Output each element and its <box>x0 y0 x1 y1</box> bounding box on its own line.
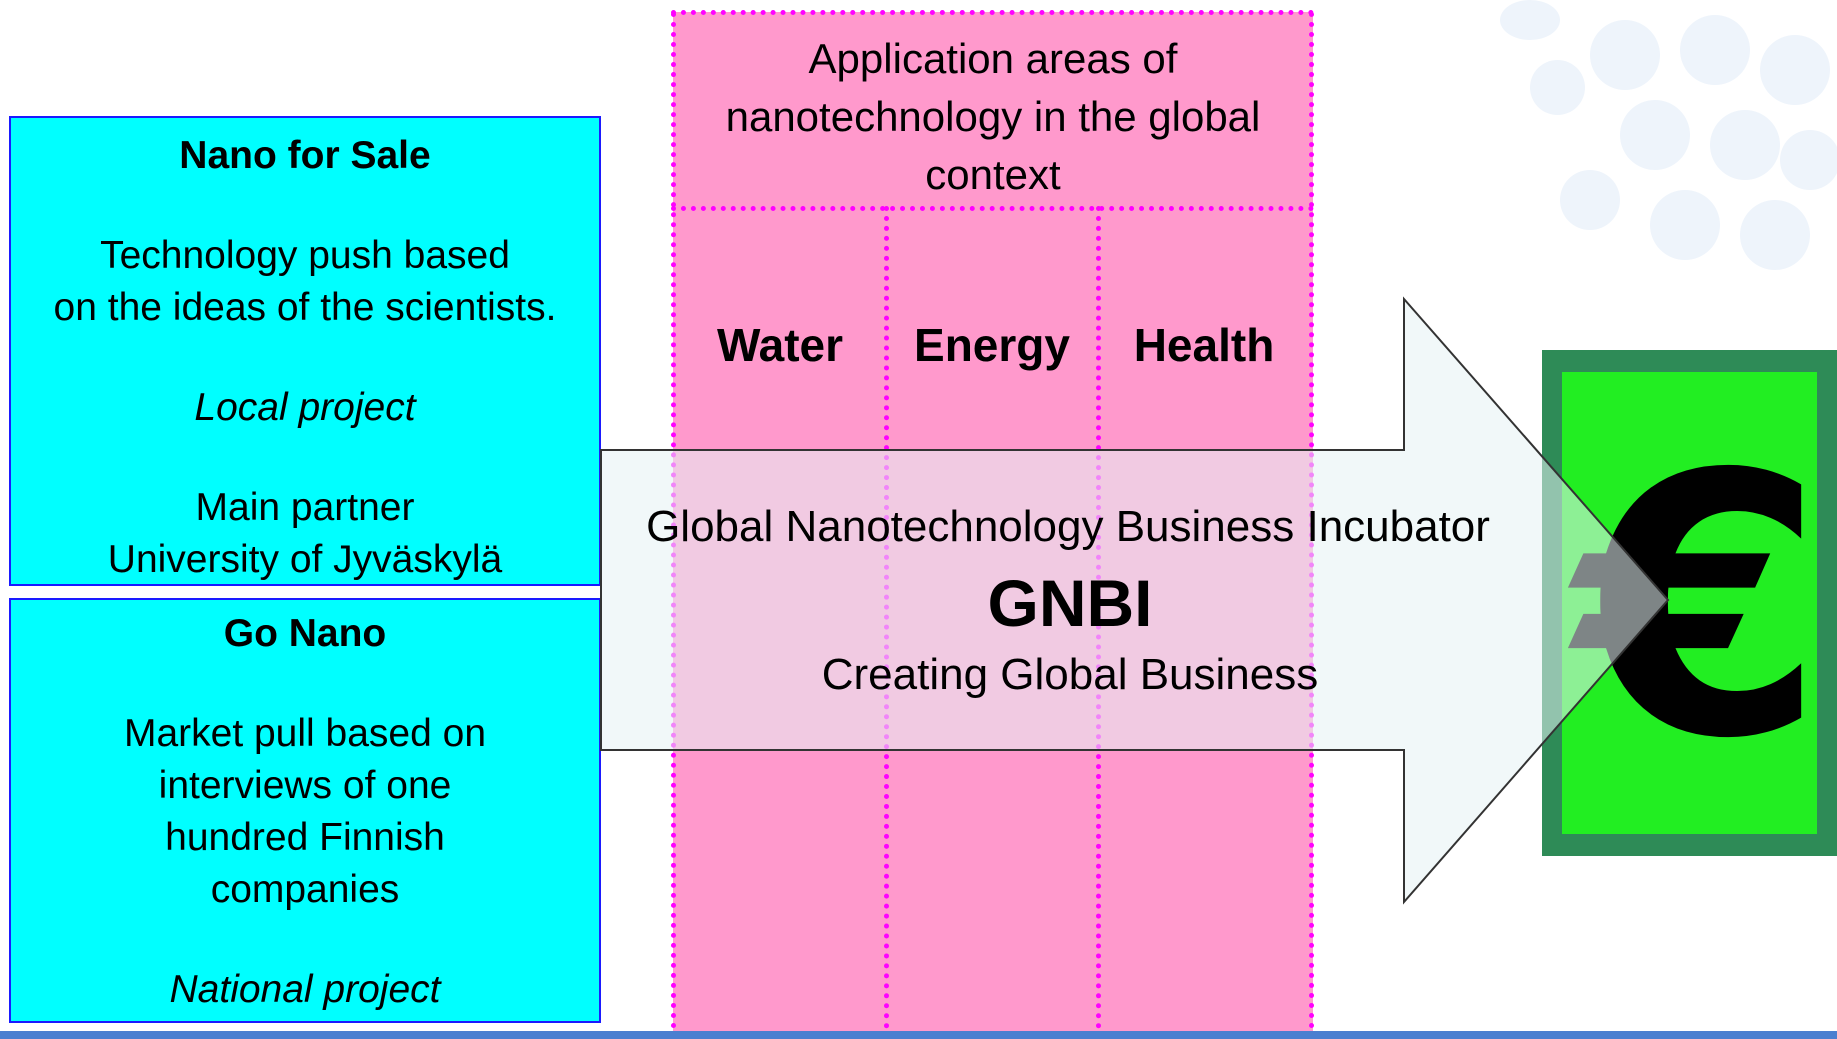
nano-for-sale-description-line1: Technology push based <box>100 234 510 277</box>
application-areas-header-divider <box>671 206 1314 211</box>
go-nano-title: Go Nano <box>223 612 387 655</box>
go-nano-box: Go Nano Market pull based on interviews … <box>9 598 601 1023</box>
incubator-tagline: Creating Global Business <box>821 650 1319 699</box>
bottom-rule <box>0 1031 1837 1039</box>
area-water: Water <box>716 319 844 371</box>
nano-for-sale-partner-line1: Main partner <box>195 486 415 529</box>
go-nano-description-line4: companies <box>210 868 400 911</box>
go-nano-description-line2: interviews of one <box>158 764 452 807</box>
area-energy: Energy <box>914 319 1070 371</box>
gnbi-acronym: GNBI <box>987 566 1153 640</box>
go-nano-description-line3: hundred Finnish <box>165 816 445 859</box>
nano-for-sale-title: Nano for Sale <box>179 134 431 177</box>
nano-for-sale-scope: Local project <box>194 386 416 429</box>
nano-for-sale-box: Nano for Sale Technology push based on t… <box>9 116 601 586</box>
nano-for-sale-partner-line2: University of Jyväskylä <box>107 538 503 581</box>
application-areas-header: Application areas of nanotechnology in t… <box>725 35 1261 198</box>
go-nano-scope: National project <box>169 968 441 1011</box>
go-nano-description-line1: Market pull based on <box>123 712 487 755</box>
area-health: Health <box>1133 319 1275 371</box>
incubator-name: Global Nanotechnology Business Incubator <box>646 502 1490 551</box>
nano-for-sale-description-line2: on the ideas of the scientists. <box>53 286 557 329</box>
application-areas-border-top <box>671 10 1314 15</box>
